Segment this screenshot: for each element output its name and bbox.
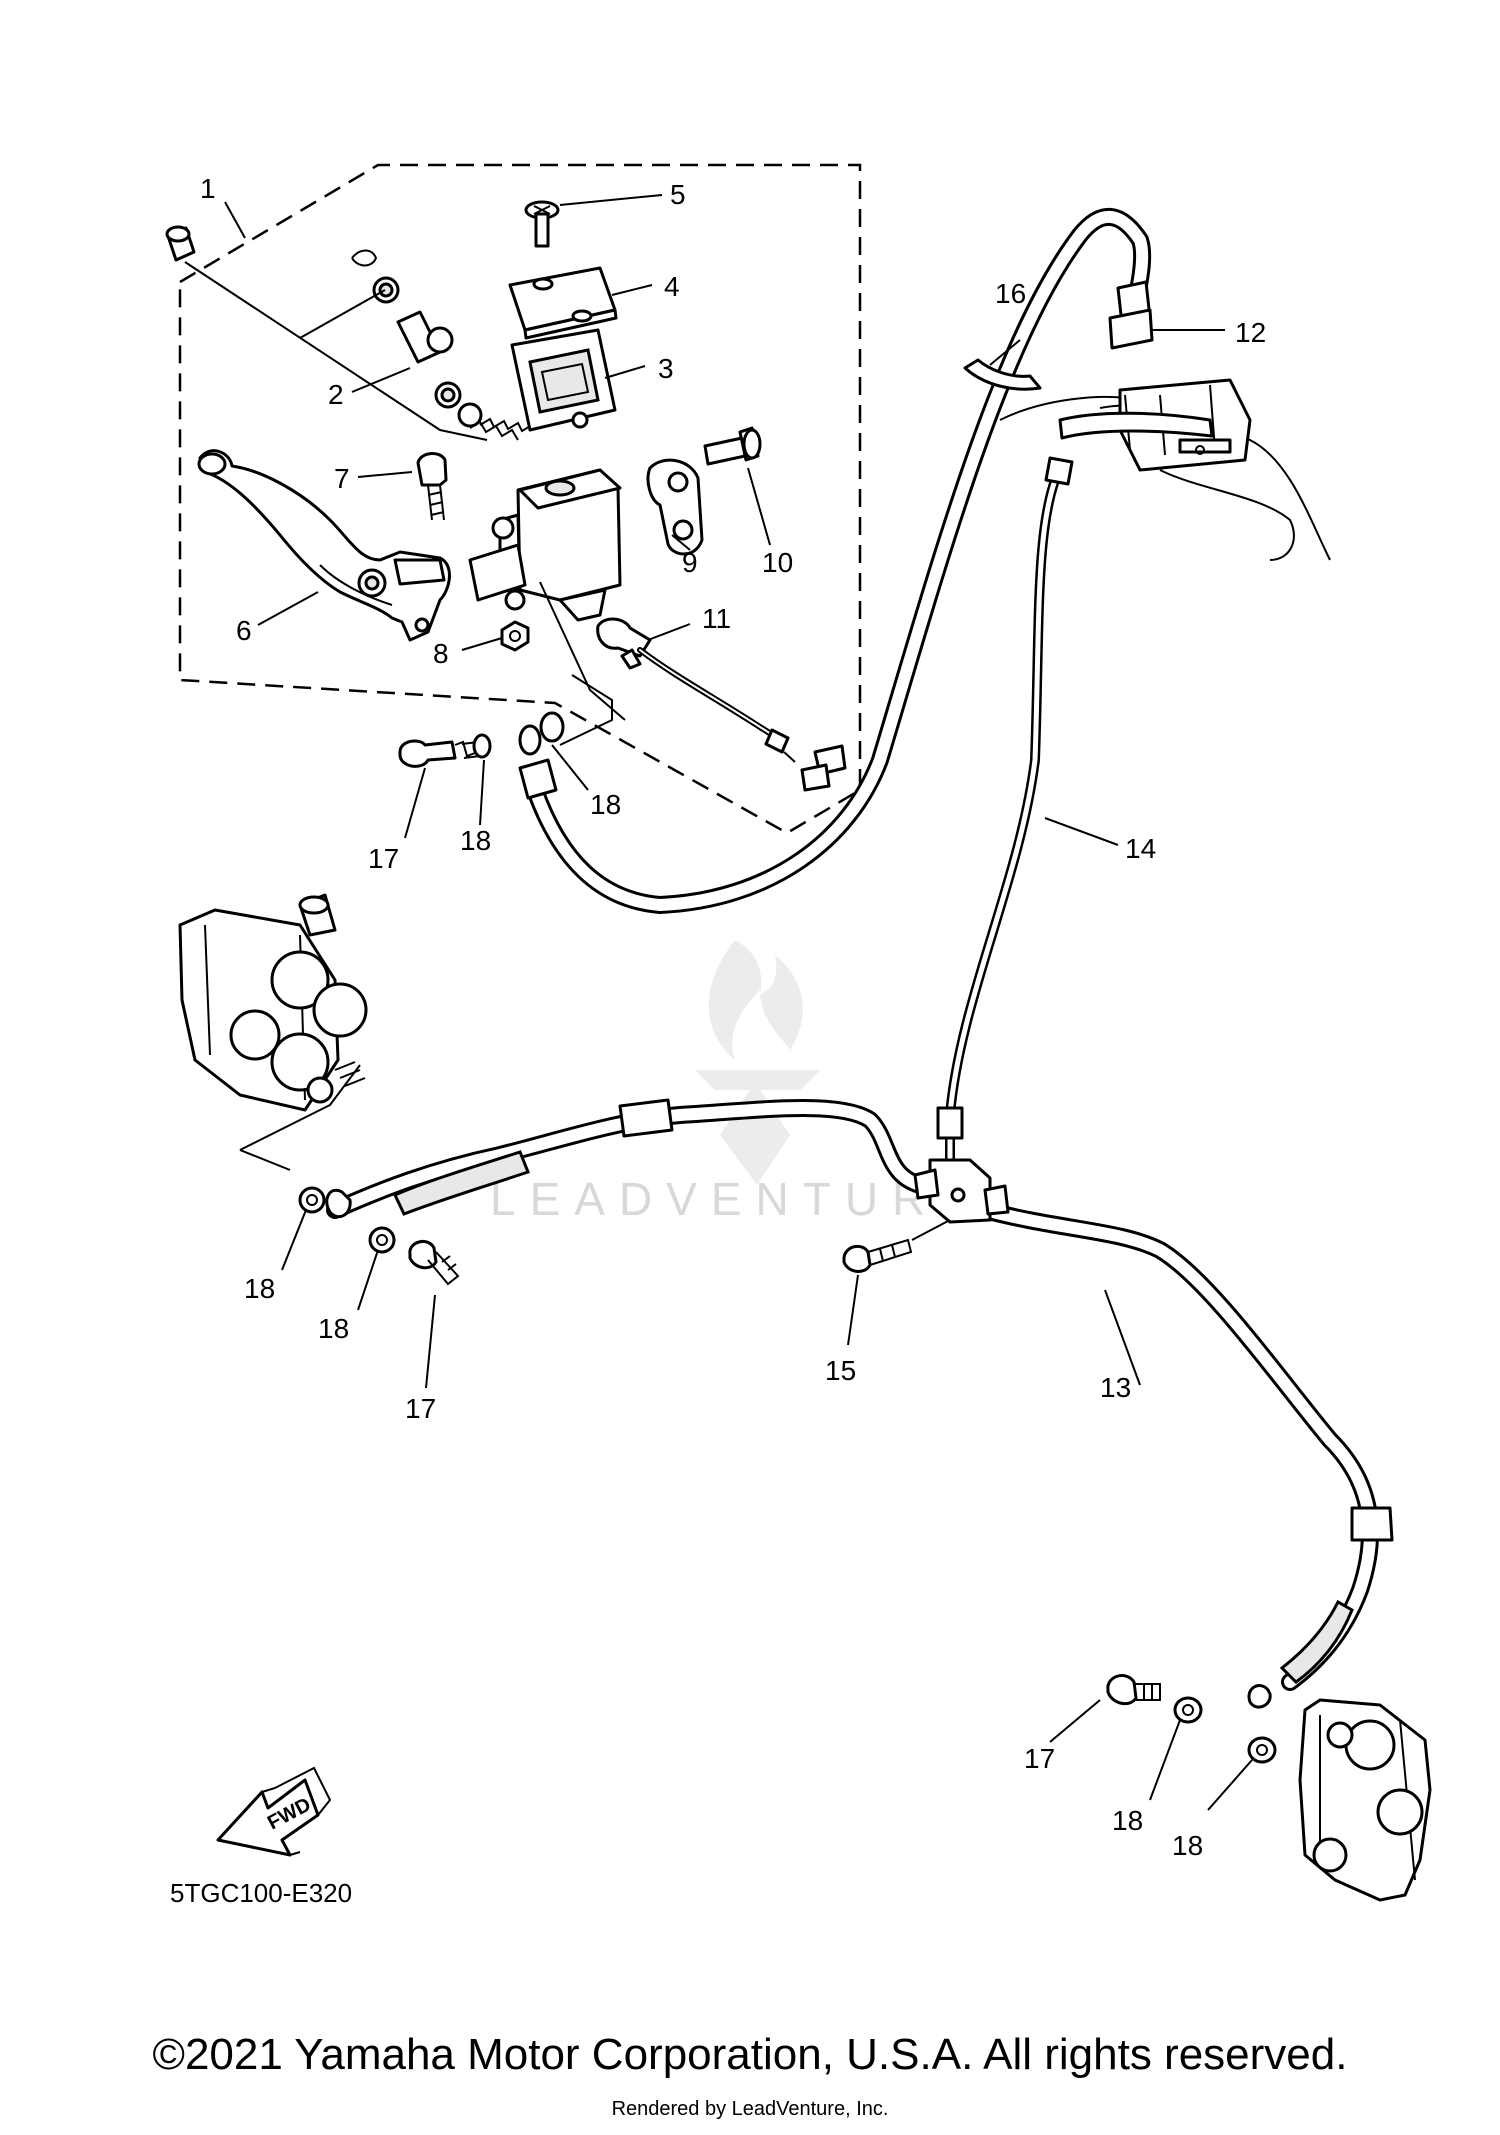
- callout-18-left-a: 18: [244, 1273, 275, 1304]
- brake-lever: [197, 449, 451, 642]
- lever-pivot-bolt: [416, 452, 448, 521]
- callout-3: 3: [658, 353, 674, 384]
- metal-brake-line: [936, 456, 1074, 1165]
- upper-banjo-group: [398, 711, 565, 768]
- callout-17-left: 17: [405, 1393, 436, 1424]
- piston-kit: [165, 225, 533, 441]
- left-front-hose: [325, 1098, 929, 1219]
- callout-1: 1: [200, 173, 216, 204]
- master-cylinder-group: [165, 200, 847, 792]
- diaphragm: [510, 328, 617, 432]
- right-caliper: [1298, 1698, 1432, 1902]
- master-cylinder-body: [468, 468, 622, 622]
- callout-14: 14: [1125, 833, 1156, 864]
- callout-7: 7: [334, 463, 350, 494]
- lever-nut: [500, 620, 530, 652]
- assembly-boundary: [178, 163, 862, 835]
- brake-switch: [596, 617, 847, 792]
- forward-arrow: FWD: [216, 1766, 332, 1857]
- callout-16: 16: [995, 278, 1026, 309]
- junction-block: [913, 1158, 1010, 1224]
- cap-screw: [524, 200, 560, 248]
- callout-6: 6: [236, 615, 252, 646]
- callout-8: 8: [433, 638, 449, 669]
- copyright-text: ©2021 Yamaha Motor Corporation, U.S.A. A…: [152, 2030, 1348, 2079]
- callout-18-upper-left: 18: [460, 825, 491, 856]
- callout-17-upper: 17: [368, 843, 399, 874]
- callout-11: 11: [702, 603, 731, 634]
- left-banjo-group: [298, 1186, 460, 1286]
- callout-5: 5: [670, 179, 686, 210]
- left-caliper: [178, 893, 368, 1112]
- clamp: [646, 458, 704, 556]
- callout-18-left-b: 18: [318, 1313, 349, 1344]
- callout-9: 9: [682, 547, 698, 578]
- right-front-hose: [976, 1201, 1394, 1709]
- callout-numbers: 1 2 3 4 5 6 7 8 9 10 11 12 13 14 15 16 1…: [200, 173, 1266, 1861]
- watermark: LEADVENTURE: [490, 940, 984, 1225]
- clamp-bolt: [703, 426, 762, 466]
- callout-2: 2: [328, 379, 344, 410]
- callout-10: 10: [762, 547, 793, 578]
- leader-lines: [224, 194, 1253, 1811]
- callout-13: 13: [1100, 1372, 1131, 1403]
- callout-12: 12: [1235, 317, 1266, 348]
- reservoir-cap: [508, 266, 618, 340]
- rendered-by-text: Rendered by LeadVenture, Inc.: [611, 2098, 889, 2120]
- junction-bolt: [842, 1238, 913, 1273]
- callout-18-right-a: 18: [1112, 1805, 1143, 1836]
- callout-18-upper-right: 18: [590, 789, 621, 820]
- hose-clip: [963, 358, 1042, 391]
- drawing-code: 5TGC100-E320: [170, 1878, 352, 1908]
- watermark-text: LEADVENTURE: [490, 1173, 984, 1225]
- right-banjo-group: [1106, 1674, 1277, 1764]
- callout-18-right-b: 18: [1172, 1830, 1203, 1861]
- callout-4: 4: [664, 271, 680, 302]
- upper-brake-hose: [518, 207, 1154, 914]
- callout-15: 15: [825, 1355, 856, 1386]
- upper-bracket: [999, 378, 1331, 561]
- callout-17-right: 17: [1024, 1743, 1055, 1774]
